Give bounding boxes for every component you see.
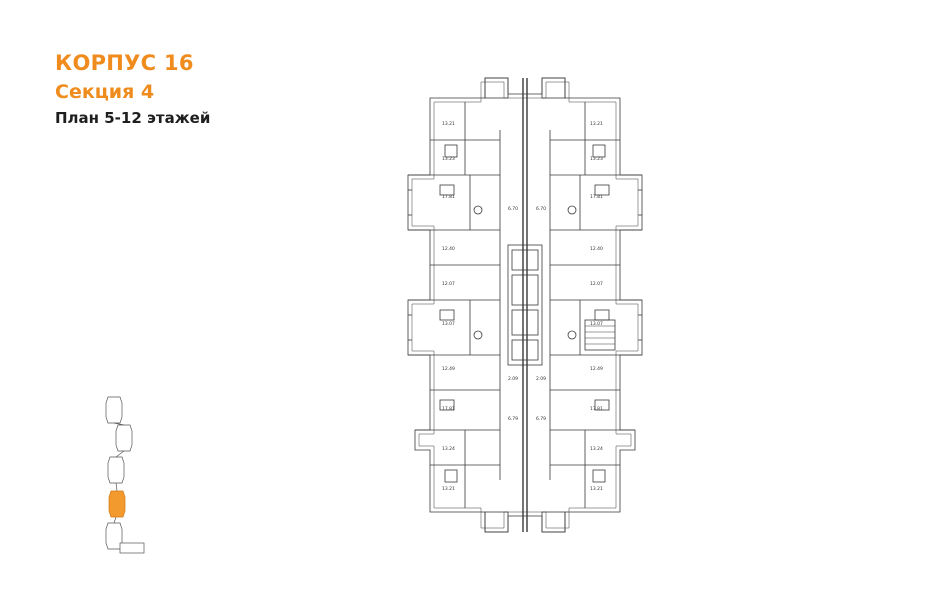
right-area-label: 13.21	[590, 121, 603, 127]
keyplan-section-3	[107, 456, 125, 484]
left-area-labels: 13.21 13.23 17.81 12.40 12.07 13.07 12.49 17.81…	[442, 121, 455, 492]
core-area-label: 2.09	[508, 376, 518, 382]
left-area-label: 12.40	[442, 246, 455, 252]
right-area-label: 13.23	[590, 156, 603, 162]
keyplan-section-5	[105, 522, 123, 550]
right-area-label: 12.07	[590, 281, 603, 287]
left-area-label: 13.07	[442, 321, 455, 327]
right-area-label: 13.24	[590, 446, 603, 452]
left-area-label: 13.23	[442, 156, 455, 162]
right-area-label: 17.81	[590, 406, 603, 412]
left-area-label: 13.24	[442, 446, 455, 452]
left-area-label: 12.49	[442, 366, 455, 372]
floor-plan-title: План 5-12 этажей	[55, 109, 211, 127]
building-title: КОРПУС 16	[55, 51, 194, 75]
right-area-label: 12.40	[590, 246, 603, 252]
right-area-labels: 13.21 13.23 17.81 12.40 12.07 13.07 12.49 17.81…	[590, 121, 603, 492]
core-area-label: 6.79	[508, 416, 518, 422]
key-plan	[105, 396, 145, 554]
core-area-label: 6.70	[536, 206, 546, 212]
core-area-label: 6.79	[536, 416, 546, 422]
floor-plan: 13.21 13.23 17.81 12.40 12.07 13.07 12.49 17.81…	[407, 77, 643, 533]
core-area-labels: 6.70 6.70 2.09 2.09 6.79 6.79	[508, 206, 546, 422]
keyplan-annex	[119, 542, 145, 554]
keyplan-section-1	[105, 396, 123, 424]
keyplan-section-4-highlighted	[108, 490, 126, 518]
title-block: КОРПУС 16 Секция 4 План 5-12 этажей	[55, 48, 210, 130]
left-area-label: 12.07	[442, 281, 455, 287]
core-area-label: 6.70	[508, 206, 518, 212]
left-area-label: 13.21	[442, 486, 455, 492]
right-area-label: 17.81	[590, 194, 603, 200]
keyplan-section-2	[115, 424, 133, 452]
right-area-label: 13.21	[590, 486, 603, 492]
right-area-label: 12.49	[590, 366, 603, 372]
core-area-label: 2.09	[536, 376, 546, 382]
left-area-label: 17.81	[442, 406, 455, 412]
left-area-label: 13.21	[442, 121, 455, 127]
left-area-label: 17.81	[442, 194, 455, 200]
right-area-label: 13.07	[590, 321, 603, 327]
section-title: Секция 4	[55, 81, 155, 103]
